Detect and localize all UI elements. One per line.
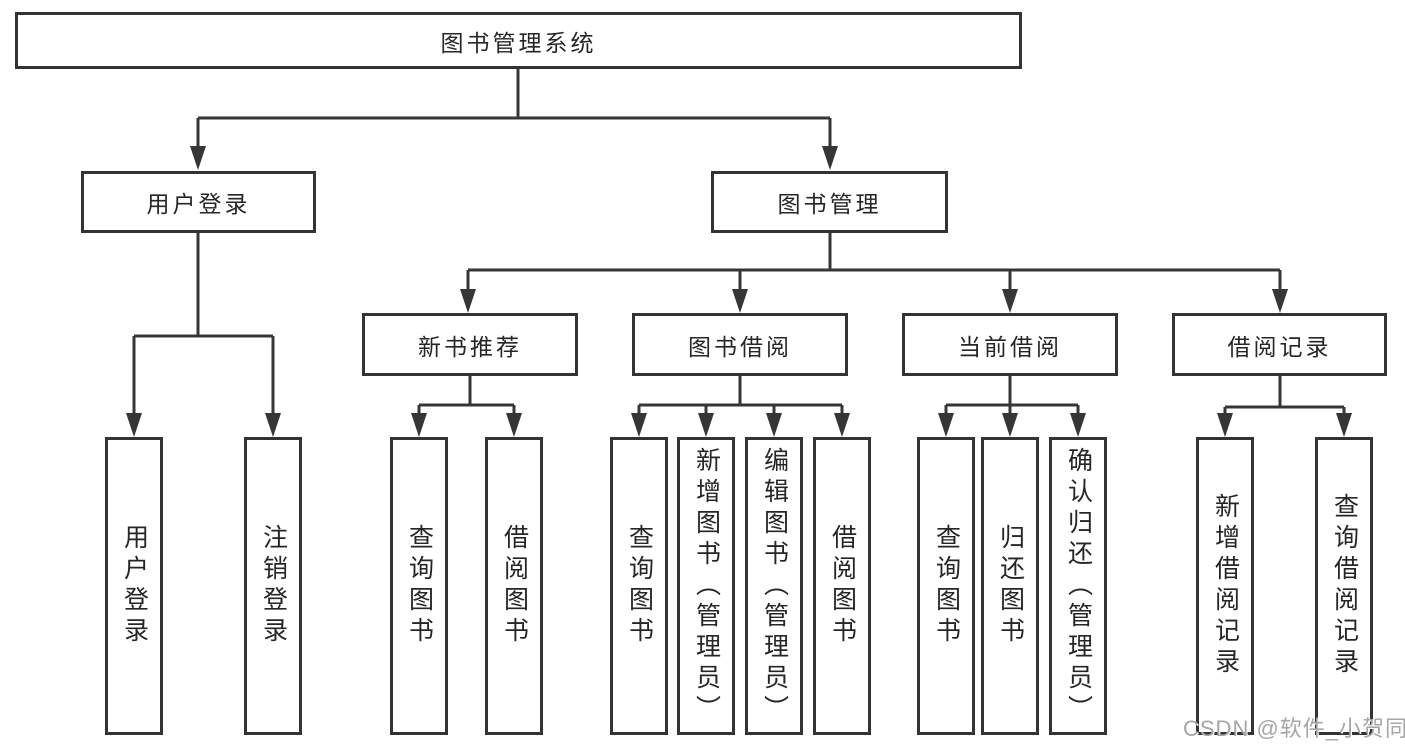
leaf-current-query-books-label: 查询图书 (932, 524, 961, 648)
arrowhead-icon (506, 413, 522, 437)
leaf-borrow-add-books-label: 新增图书（管理员） (692, 446, 721, 726)
node-user-login: 用户登录 (81, 171, 316, 233)
connector-borrow-records-children (1223, 376, 1346, 420)
arrowhead-icon (766, 413, 782, 437)
arrowhead-icon (1217, 413, 1233, 437)
leaf-records-query-record-label: 查询借阅记录 (1330, 493, 1359, 679)
leaf-records-add-record: 新增借阅记录 (1196, 437, 1254, 735)
connector-user-login-children (132, 233, 275, 418)
arrowhead-icon (938, 413, 954, 437)
node-user-login-label: 用户登录 (146, 191, 251, 217)
node-book-borrow: 图书借阅 (632, 313, 848, 376)
leaf-borrow-edit-books: 编辑图书（管理员） (745, 437, 803, 735)
arrowhead-icon (732, 289, 748, 313)
csdn-watermark: CSDN @软件_小贺同学 (1183, 716, 1405, 741)
leaf-borrow-query-books-label: 查询图书 (625, 524, 654, 648)
leaf-recommend-borrow-books-label: 借阅图书 (500, 524, 529, 648)
leaf-user-login: 用户登录 (105, 437, 163, 735)
connector-book-management-to-modules (466, 233, 1282, 294)
arrowhead-icon (460, 289, 476, 313)
leaf-borrow-borrow-books-label: 借阅图书 (828, 524, 857, 648)
arrowheads (126, 146, 1352, 437)
arrowhead-icon (1070, 413, 1086, 437)
leaf-borrow-add-books: 新增图书（管理员） (677, 437, 735, 735)
arrowhead-icon (265, 413, 281, 437)
node-borrow-records: 借阅记录 (1172, 313, 1387, 376)
leaf-logout-label: 注销登录 (259, 524, 288, 648)
leaf-current-query-books: 查询图书 (917, 437, 975, 735)
node-borrow-records-label: 借阅记录 (1227, 333, 1332, 360)
leaf-current-confirm-return-label: 确认归还（管理员） (1064, 446, 1093, 726)
node-root-system-label: 图书管理系统 (440, 29, 597, 56)
connector-root-to-level1 (196, 68, 832, 150)
leaf-recommend-query-books-label: 查询图书 (405, 524, 434, 648)
node-root-system: 图书管理系统 (15, 12, 1022, 69)
arrowhead-icon (126, 413, 142, 437)
leaf-borrow-edit-books-label: 编辑图书（管理员） (760, 446, 789, 726)
node-book-management-label: 图书管理 (777, 191, 882, 217)
leaf-borrow-borrow-books: 借阅图书 (813, 437, 871, 735)
connector-new-book-recommend-children (417, 376, 516, 420)
arrowhead-icon (1272, 289, 1288, 313)
node-new-book-recommend-label: 新书推荐 (418, 333, 522, 360)
leaf-records-add-record-label: 新增借阅记录 (1211, 493, 1240, 679)
arrowhead-icon (631, 413, 647, 437)
leaf-logout: 注销登录 (244, 437, 302, 735)
connector-current-borrow-children (944, 376, 1080, 420)
connector-book-borrow-children (637, 376, 844, 420)
leaf-current-return-books-label: 归还图书 (996, 524, 1025, 648)
node-current-borrow-label: 当前借阅 (958, 333, 1062, 360)
node-current-borrow: 当前借阅 (902, 313, 1118, 376)
leaf-recommend-borrow-books: 借阅图书 (485, 437, 543, 735)
leaf-borrow-query-books: 查询图书 (610, 437, 668, 735)
node-book-borrow-label: 图书借阅 (688, 333, 792, 360)
leaf-current-return-books: 归还图书 (981, 437, 1039, 735)
leaf-recommend-query-books: 查询图书 (390, 437, 448, 735)
leaf-user-login-label: 用户登录 (120, 524, 149, 648)
arrowhead-icon (1002, 289, 1018, 313)
arrowhead-icon (834, 413, 850, 437)
arrowhead-icon (1002, 413, 1018, 437)
arrowhead-icon (190, 146, 206, 170)
arrowhead-icon (822, 146, 838, 170)
arrowhead-icon (1336, 413, 1352, 437)
node-new-book-recommend: 新书推荐 (362, 313, 578, 376)
leaf-records-query-record: 查询借阅记录 (1315, 437, 1373, 735)
arrowhead-icon (698, 413, 714, 437)
leaf-current-confirm-return: 确认归还（管理员） (1049, 437, 1107, 735)
arrowhead-icon (411, 413, 427, 437)
node-book-management: 图书管理 (711, 171, 948, 233)
